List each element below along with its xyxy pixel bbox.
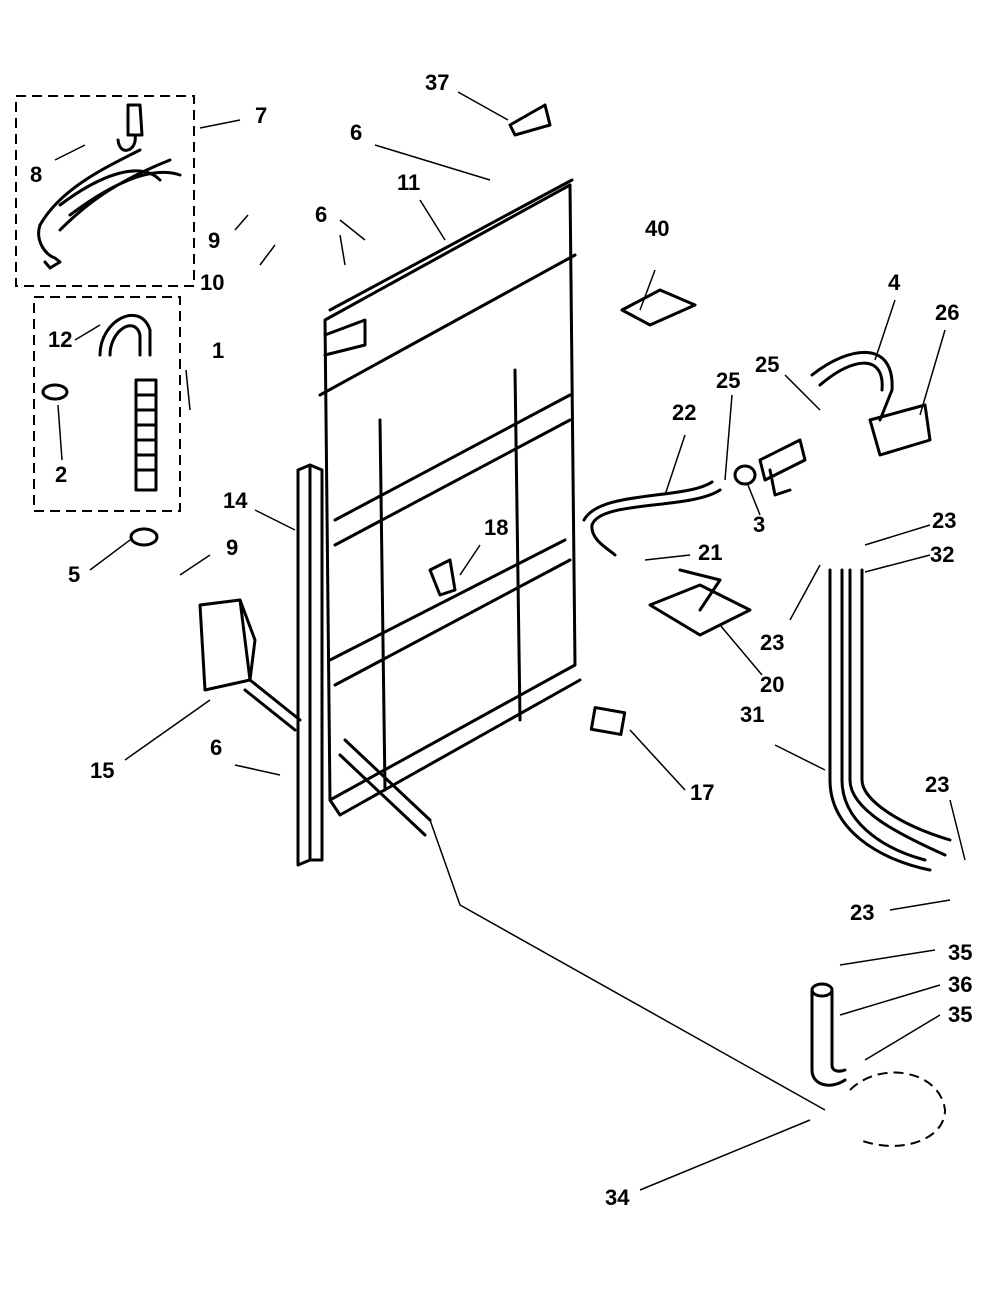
standpipe-dashed (849, 1071, 947, 1147)
part-17-bracket (589, 706, 627, 736)
callout-3: 3 (753, 512, 765, 537)
callout-6-low: 6 (210, 735, 222, 760)
fill-hoses-31 (828, 568, 952, 872)
mixing-valve-26 (868, 403, 932, 457)
callout-23-b: 23 (760, 630, 784, 655)
callout-23-c: 23 (925, 772, 949, 797)
callout-20: 20 (760, 672, 784, 697)
drain-hose-corrugated (134, 378, 158, 492)
callouts: 37 7 6 8 11 6 9 40 10 4 26 12 1 25 25 22… (30, 70, 972, 1210)
callout-32: 32 (930, 542, 954, 567)
drain-hose-group-box (33, 296, 181, 512)
callout-21: 21 (698, 540, 722, 565)
hose-4 (810, 351, 894, 422)
inlet-hose-22 (582, 480, 722, 557)
callout-40: 40 (645, 216, 669, 241)
callout-9-top: 9 (208, 228, 220, 253)
callout-7: 7 (255, 103, 267, 128)
rear-panel (318, 183, 582, 817)
callout-36: 36 (948, 972, 972, 997)
callout-35-bottom: 35 (948, 1002, 972, 1027)
callout-17: 17 (690, 780, 714, 805)
callout-31: 31 (740, 702, 764, 727)
callout-34: 34 (605, 1185, 630, 1210)
clamp-5 (129, 527, 159, 547)
drain-hose-lower (243, 678, 432, 837)
callout-8: 8 (30, 162, 42, 187)
callout-6-mid: 6 (315, 202, 327, 227)
callout-9-mid: 9 (226, 535, 238, 560)
callout-2: 2 (55, 462, 67, 487)
callout-23-a: 23 (932, 508, 956, 533)
callout-5: 5 (68, 562, 80, 587)
callout-23-d: 23 (850, 900, 874, 925)
power-cord (37, 103, 182, 270)
callout-35-top: 35 (948, 940, 972, 965)
callout-1: 1 (212, 338, 224, 363)
callout-4: 4 (888, 270, 901, 295)
valve-3-assembly (733, 438, 807, 497)
part-40-bracket (620, 288, 697, 327)
leader-lines (54, 91, 966, 1191)
drain-hose-bend (98, 313, 152, 357)
hose-clamp (41, 383, 69, 401)
part-37-clip (508, 103, 552, 137)
callout-18: 18 (484, 515, 508, 540)
callout-14: 14 (223, 488, 248, 513)
callout-12: 12 (48, 327, 72, 352)
callout-22: 22 (672, 400, 696, 425)
water-valve-bracket (648, 568, 752, 637)
part-18-clip (428, 558, 457, 597)
callout-25-left: 25 (716, 368, 740, 393)
callout-25-right: 25 (755, 352, 779, 377)
callout-26: 26 (935, 300, 959, 325)
side-rail (296, 463, 324, 867)
elbow-hose-36 (810, 982, 847, 1087)
callout-15: 15 (90, 758, 114, 783)
callout-11: 11 (397, 170, 420, 195)
callout-6-top: 6 (350, 120, 362, 145)
callout-37: 37 (425, 70, 449, 95)
power-cord-group-box (15, 95, 195, 287)
panel-top-edge (328, 178, 574, 312)
callout-10: 10 (200, 270, 224, 295)
drain-pump-housing (198, 598, 257, 692)
